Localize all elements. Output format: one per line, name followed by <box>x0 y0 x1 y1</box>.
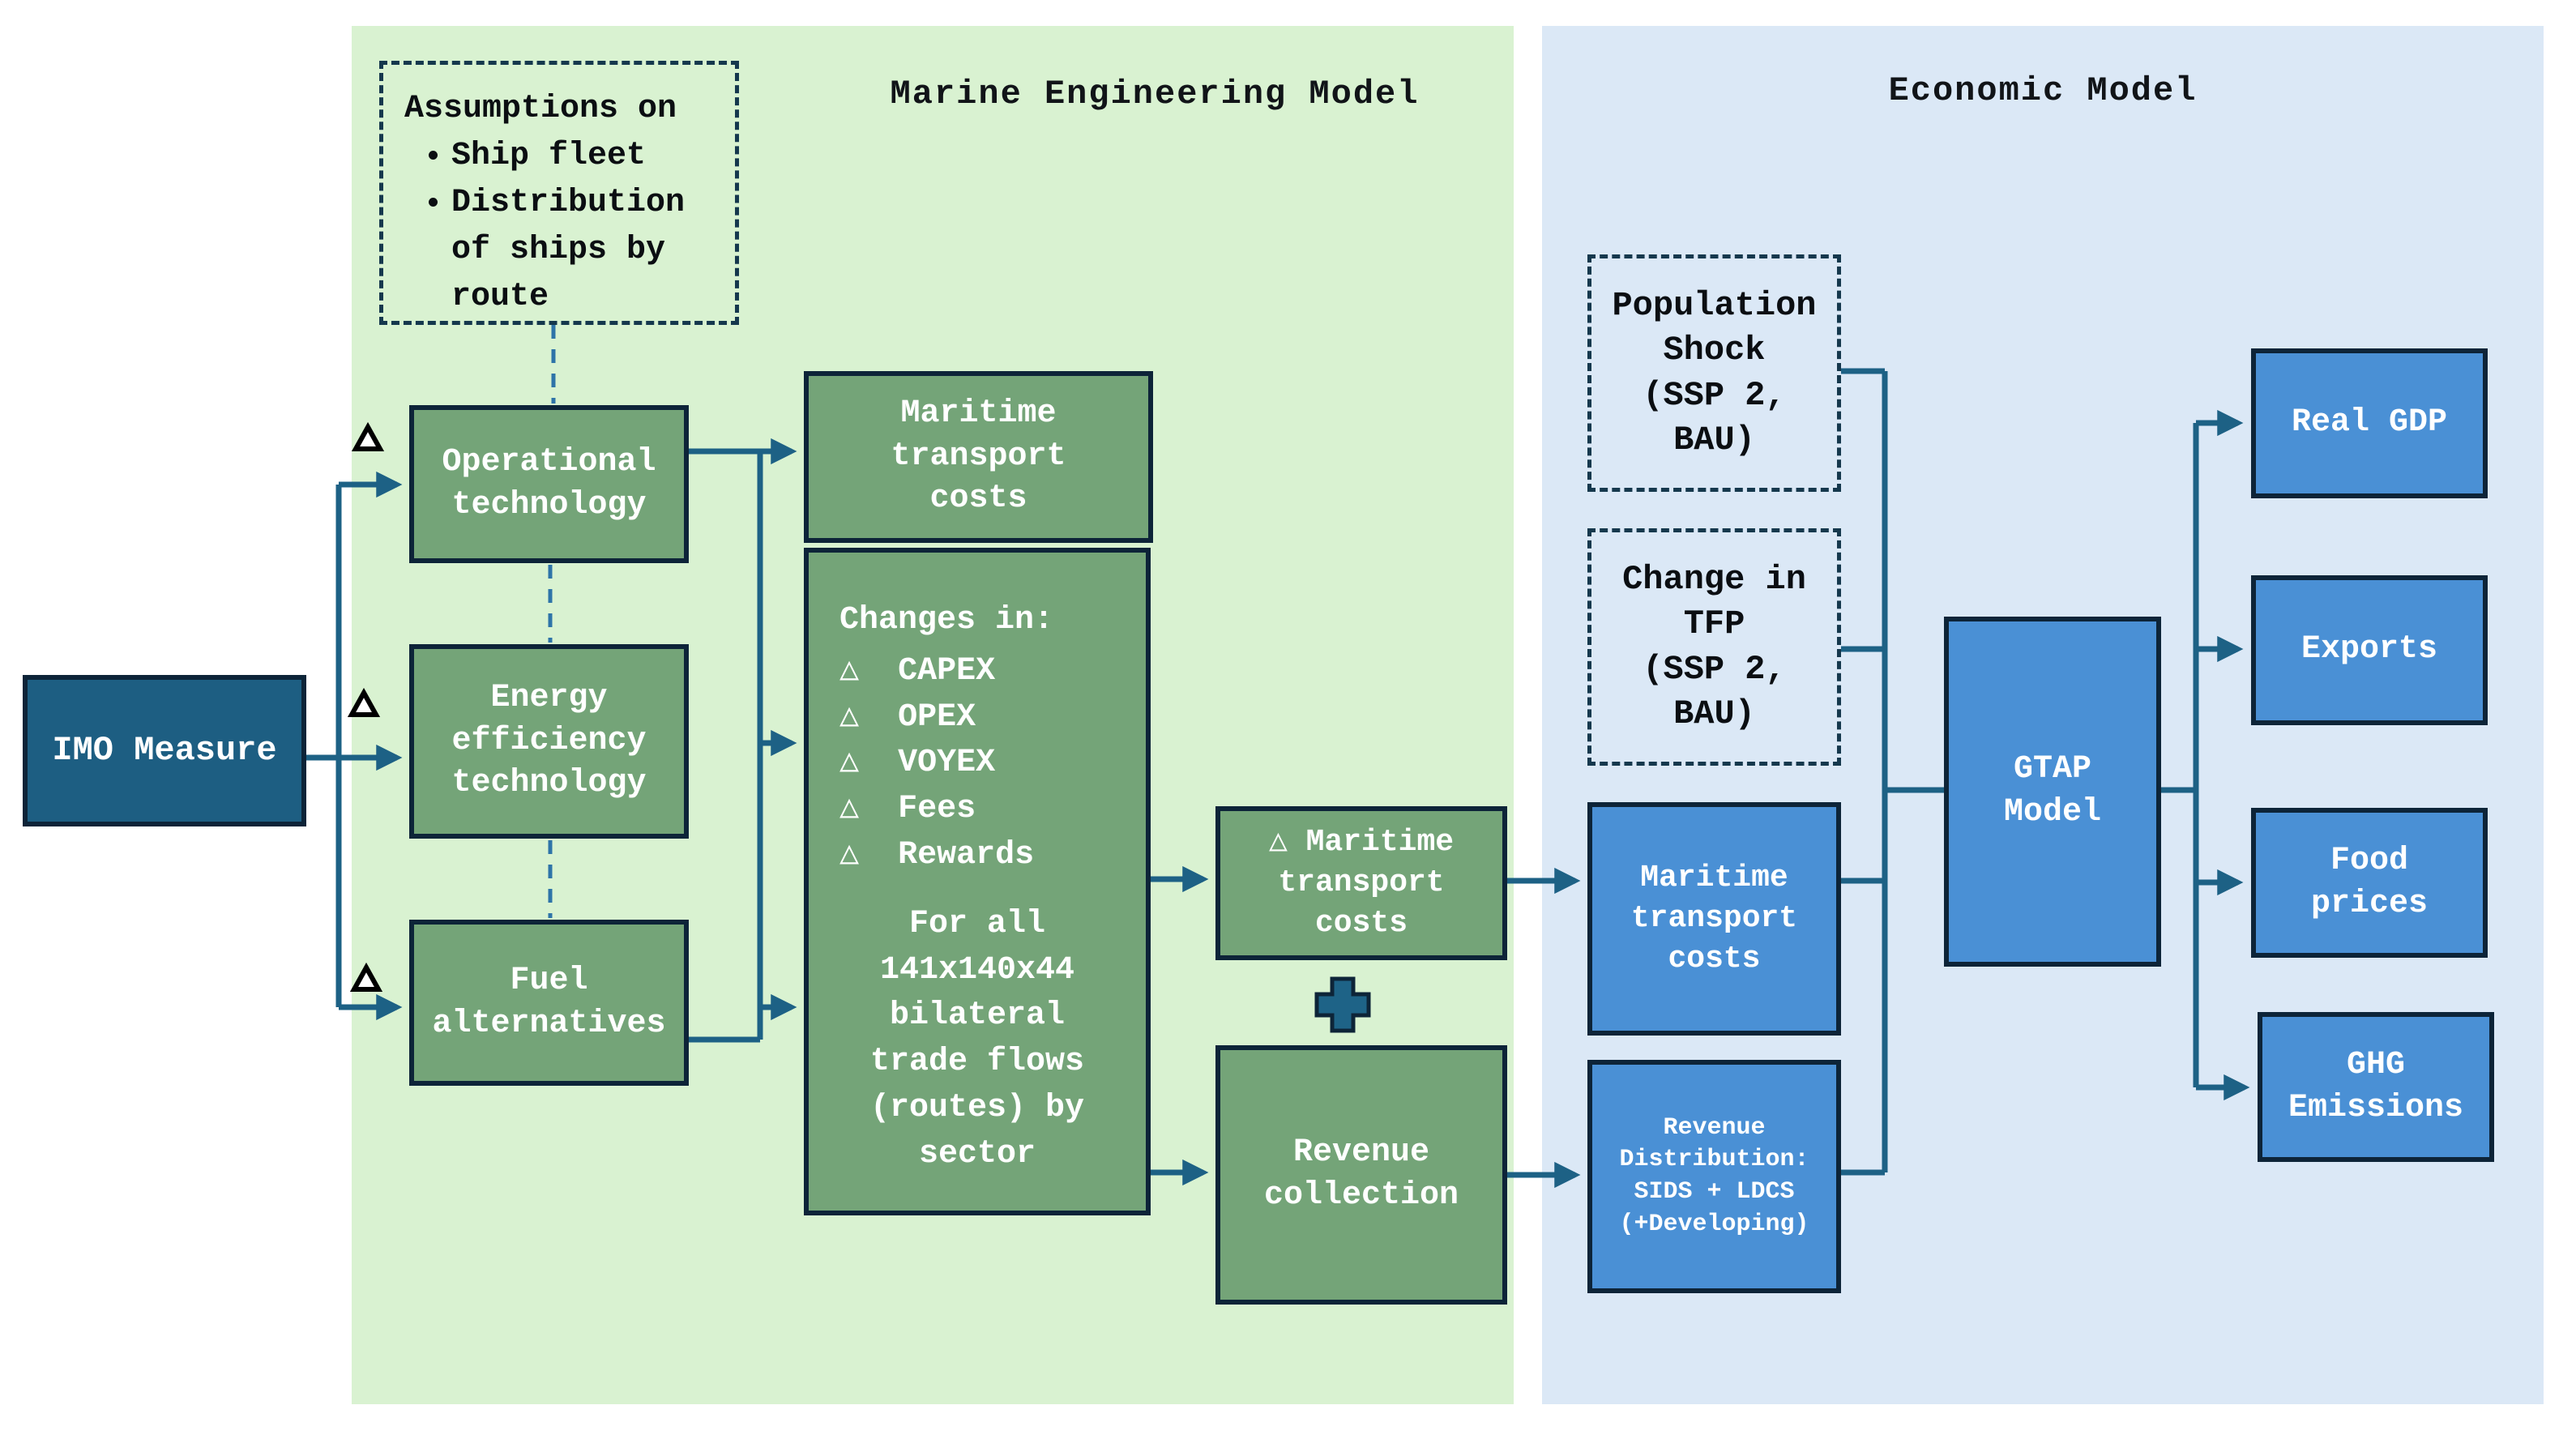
imo-measure-box: IMO Measure <box>23 675 306 826</box>
change-in-tfp-box: Change in TFP (SSP 2, BAU) <box>1587 528 1841 766</box>
delta-maritime-costs-box: △ Maritime transport costs <box>1215 806 1507 960</box>
operational-technology-box: Operational technology <box>409 405 689 563</box>
changes-footer: For all 141x140x44 bilateral trade flows… <box>869 905 1085 1172</box>
assumptions-list: Ship fleet Distribution of ships by rout… <box>404 133 727 321</box>
ghg-emissions-box: GHG Emissions <box>2258 1012 2494 1162</box>
assumptions-title: Assumptions on <box>404 91 677 127</box>
economic-panel-title: Economic Model <box>1888 71 2198 110</box>
assumption-ship-fleet: Ship fleet <box>451 133 727 180</box>
maritime-costs-economic-box: Maritime transport costs <box>1587 802 1841 1036</box>
population-shock-box: Population Shock (SSP 2, BAU) <box>1587 254 1841 492</box>
exports-box: Exports <box>2251 575 2488 725</box>
energy-efficiency-box: Energy efficiency technology <box>409 644 689 839</box>
changes-in-box: Changes in: △ CAPEX △ OPEX △ VOYEX △ Fee… <box>804 548 1151 1215</box>
fuel-alternatives-box: Fuel alternatives <box>409 920 689 1086</box>
maritime-transport-costs-box: Maritime transport costs <box>804 371 1153 543</box>
revenue-collection-box: Revenue collection <box>1215 1045 1507 1305</box>
gtap-model-box: GTAP Model <box>1944 617 2161 967</box>
food-prices-box: Food prices <box>2251 808 2488 958</box>
marine-panel-title: Marine Engineering Model <box>890 75 1420 113</box>
changes-items: △ CAPEX △ OPEX △ VOYEX △ Fees △ Rewards <box>839 652 1035 873</box>
revenue-distribution-box: Revenue Distribution: SIDS + LDCS (+Deve… <box>1587 1060 1841 1293</box>
assumption-distribution: Distribution of ships by route <box>451 180 727 321</box>
assumptions-box: Assumptions on Ship fleet Distribution o… <box>379 61 739 325</box>
changes-title: Changes in: <box>839 602 1054 638</box>
real-gdp-box: Real GDP <box>2251 348 2488 498</box>
